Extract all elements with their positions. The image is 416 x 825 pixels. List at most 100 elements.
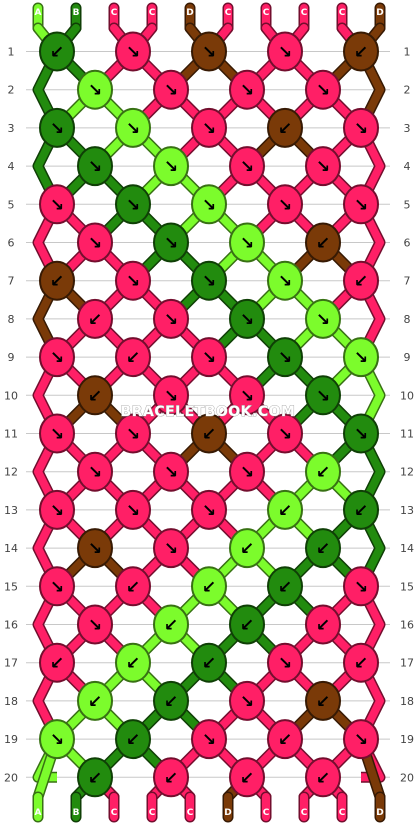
knot: ↙ (343, 31, 379, 72)
knot-arrow-icon: ↘ (240, 310, 254, 330)
knot-arrow-icon: ↘ (50, 348, 64, 368)
row-label-right: 9 (404, 351, 411, 364)
knot-body (305, 375, 341, 416)
knot: ↙ (77, 375, 113, 416)
knot-body (77, 298, 113, 339)
knot-arrow-icon: ↘ (278, 272, 292, 292)
knot: ↘ (77, 528, 113, 569)
knot: ↘ (39, 337, 75, 378)
knot-arrow-icon: ↘ (202, 119, 216, 139)
knot-arrow-icon: ↘ (202, 501, 216, 521)
knot-body (153, 375, 189, 416)
knot: ↙ (305, 451, 341, 492)
row-label-right: 14 (400, 542, 414, 555)
knot: ↘ (115, 260, 151, 301)
knot-body (343, 337, 379, 378)
knot-arrow-icon: ↙ (164, 692, 178, 712)
knot: ↘ (77, 451, 113, 492)
knot-arrow-icon: ↙ (278, 577, 292, 597)
knot-arrow-icon: ↙ (202, 654, 216, 674)
knot-arrow-icon: ↘ (278, 654, 292, 674)
knot: ↘ (153, 146, 189, 187)
knot: ↘ (77, 146, 113, 187)
knot-arrow-icon: ↙ (354, 43, 368, 63)
knot-body (191, 489, 227, 530)
row-label-left: 14 (4, 542, 18, 555)
knot: ↙ (343, 642, 379, 683)
row-label-right: 13 (400, 504, 414, 517)
knot: ↘ (343, 184, 379, 225)
knot-body (229, 604, 265, 645)
knot: ↙ (305, 757, 341, 798)
knot: ↘ (39, 566, 75, 607)
knot-arrow-icon: ↙ (88, 692, 102, 712)
knot-body (115, 107, 151, 148)
knot: ↘ (115, 184, 151, 225)
knot: ↘ (153, 298, 189, 339)
knot-body (191, 107, 227, 148)
row-label-right: 2 (404, 84, 411, 97)
knot-arrow-icon: ↘ (202, 43, 216, 63)
strand-label-bottom: B (73, 808, 80, 818)
knot: ↙ (115, 566, 151, 607)
strand-label-bottom: C (301, 808, 308, 818)
knot-arrow-icon: ↘ (88, 234, 102, 254)
knot-arrow-icon: ↘ (164, 81, 178, 101)
knot: ↘ (229, 69, 265, 110)
knot: ↘ (191, 184, 227, 225)
knot-body (191, 260, 227, 301)
knot-arrow-icon: ↙ (278, 730, 292, 750)
knot-body (229, 298, 265, 339)
knot: ↙ (267, 719, 303, 760)
knot-arrow-icon: ↘ (126, 272, 140, 292)
knot: ↙ (343, 489, 379, 530)
knot: ↙ (39, 642, 75, 683)
knot: ↘ (115, 413, 151, 454)
knot-arrow-icon: ↘ (50, 119, 64, 139)
knot: ↘ (229, 375, 265, 416)
knot-body (229, 528, 265, 569)
knot-body (229, 451, 265, 492)
knot: ↙ (153, 757, 189, 798)
knot-body (343, 260, 379, 301)
row-label-right: 1 (404, 46, 411, 59)
row-label-left: 9 (8, 351, 15, 364)
knot: ↙ (153, 680, 189, 721)
row-label-right: 10 (400, 389, 414, 402)
knot-body (305, 298, 341, 339)
knot-arrow-icon: ↙ (126, 348, 140, 368)
knot-body (77, 528, 113, 569)
strand-label-bottom: C (111, 808, 118, 818)
knot-arrow-icon: ↙ (354, 654, 368, 674)
knot: ↘ (191, 489, 227, 530)
knot-body (305, 146, 341, 187)
knot-arrow-icon: ↘ (88, 463, 102, 483)
knot-arrow-icon: ↙ (278, 119, 292, 139)
knot-body (153, 146, 189, 187)
knot-arrow-icon: ↘ (240, 386, 254, 406)
knot: ↙ (77, 680, 113, 721)
strand-label-top: C (225, 8, 232, 18)
knot-body (115, 413, 151, 454)
row-label-right: 19 (400, 733, 414, 746)
knot-arrow-icon: ↙ (88, 386, 102, 406)
row-label-right: 17 (400, 657, 414, 670)
knot-body (229, 222, 265, 263)
knot: ↘ (153, 375, 189, 416)
knot-body (343, 184, 379, 225)
knot-body (115, 31, 151, 72)
knot: ↘ (115, 107, 151, 148)
knot-arrow-icon: ↘ (202, 348, 216, 368)
knot-arrow-icon: ↘ (316, 386, 330, 406)
knot-body (115, 184, 151, 225)
knot-body (267, 489, 303, 530)
knot-body (115, 337, 151, 378)
knot-arrow-icon: ↙ (316, 234, 330, 254)
knot-body (115, 719, 151, 760)
knot-arrow-icon: ↘ (278, 43, 292, 63)
knot: ↙ (267, 566, 303, 607)
knot-body (305, 757, 341, 798)
knot-arrow-icon: ↘ (126, 195, 140, 215)
knot-body (191, 413, 227, 454)
knot-arrow-icon: ↘ (164, 539, 178, 559)
